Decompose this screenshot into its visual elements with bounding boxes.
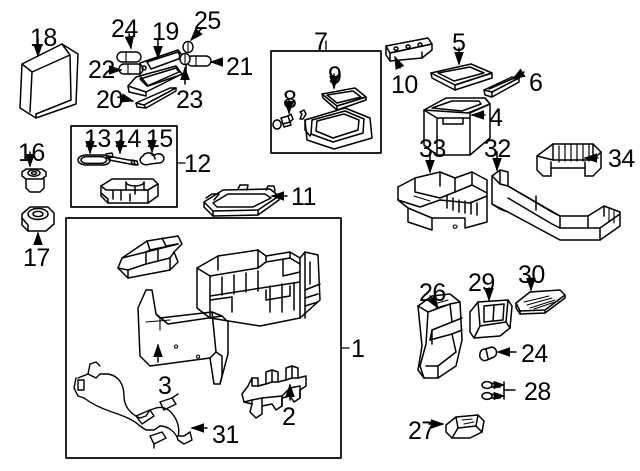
callout-2: 2 bbox=[282, 403, 296, 431]
part-23-shape bbox=[179, 52, 191, 66]
callout-16: 16 bbox=[18, 139, 45, 167]
callout-17: 17 bbox=[23, 244, 50, 272]
part-25-shape bbox=[182, 40, 194, 54]
part-18-shape bbox=[19, 43, 79, 119]
callout-4: 4 bbox=[489, 104, 503, 132]
part-27-shape bbox=[445, 414, 485, 439]
callout-21: 21 bbox=[226, 53, 253, 81]
part-30-shape bbox=[515, 289, 566, 315]
callout-20: 20 bbox=[96, 86, 123, 114]
part-21-shape bbox=[186, 55, 212, 67]
part-28-shape bbox=[481, 380, 516, 401]
callout-26: 26 bbox=[419, 279, 446, 307]
callout-5: 5 bbox=[452, 29, 466, 57]
part-24b-shape bbox=[479, 346, 498, 362]
part-7-lid-shape bbox=[304, 107, 373, 150]
callout-14: 14 bbox=[114, 125, 141, 153]
part-1-console-shape bbox=[196, 249, 321, 327]
callout-1: 1 bbox=[351, 335, 365, 363]
part-17-shape bbox=[21, 206, 55, 232]
callout-34: 34 bbox=[608, 145, 635, 173]
callout-9: 9 bbox=[328, 62, 342, 90]
part-4-shape bbox=[423, 97, 491, 156]
callout-30: 30 bbox=[518, 261, 545, 289]
callout-22: 22 bbox=[88, 56, 115, 84]
callout-24-top: 24 bbox=[111, 15, 138, 43]
part-31-shape bbox=[73, 361, 193, 449]
part-1-upper-shape bbox=[117, 235, 183, 279]
callout-32: 32 bbox=[484, 135, 511, 163]
part-14-shape bbox=[105, 152, 139, 166]
part-16-shape bbox=[21, 168, 47, 193]
callout-31: 31 bbox=[212, 421, 239, 449]
callout-24-bottom: 24 bbox=[521, 340, 548, 368]
callout-33: 33 bbox=[419, 135, 446, 163]
callout-12: 12 bbox=[184, 150, 211, 178]
part-34-shape bbox=[536, 143, 602, 177]
group-box-1 bbox=[65, 217, 342, 459]
callout-19: 19 bbox=[152, 18, 179, 46]
part-6-shape bbox=[483, 76, 520, 98]
part-5-shape bbox=[430, 63, 493, 91]
callout-28: 28 bbox=[524, 378, 551, 406]
part-3-shape bbox=[137, 289, 229, 385]
callout-7: 7 bbox=[314, 28, 328, 56]
part-33-shape bbox=[397, 171, 488, 231]
callout-23: 23 bbox=[176, 86, 203, 114]
part-11-shape bbox=[203, 184, 280, 217]
callout-11: 11 bbox=[291, 183, 316, 211]
callout-3: 3 bbox=[158, 372, 172, 400]
part-10-shape bbox=[385, 37, 433, 62]
part-20-shape bbox=[135, 87, 177, 109]
callout-29: 29 bbox=[468, 269, 495, 297]
callout-18: 18 bbox=[30, 24, 57, 52]
part-2-shape bbox=[241, 365, 307, 419]
callout-25: 25 bbox=[194, 7, 221, 35]
group-box-12 bbox=[70, 125, 178, 208]
part-9-shape bbox=[321, 87, 367, 111]
part-32-shape bbox=[491, 169, 621, 241]
callout-10: 10 bbox=[391, 71, 418, 99]
part-29-shape bbox=[469, 299, 513, 339]
callout-6: 6 bbox=[529, 69, 543, 97]
callout-8: 8 bbox=[283, 86, 297, 114]
callout-13: 13 bbox=[84, 125, 111, 153]
callout-27: 27 bbox=[408, 417, 435, 445]
part-12-tray-shape bbox=[100, 178, 159, 204]
part-26-shape bbox=[417, 293, 463, 379]
part-8-shape bbox=[272, 109, 307, 130]
callout-15: 15 bbox=[146, 125, 173, 153]
part-24a-shape bbox=[116, 51, 142, 63]
